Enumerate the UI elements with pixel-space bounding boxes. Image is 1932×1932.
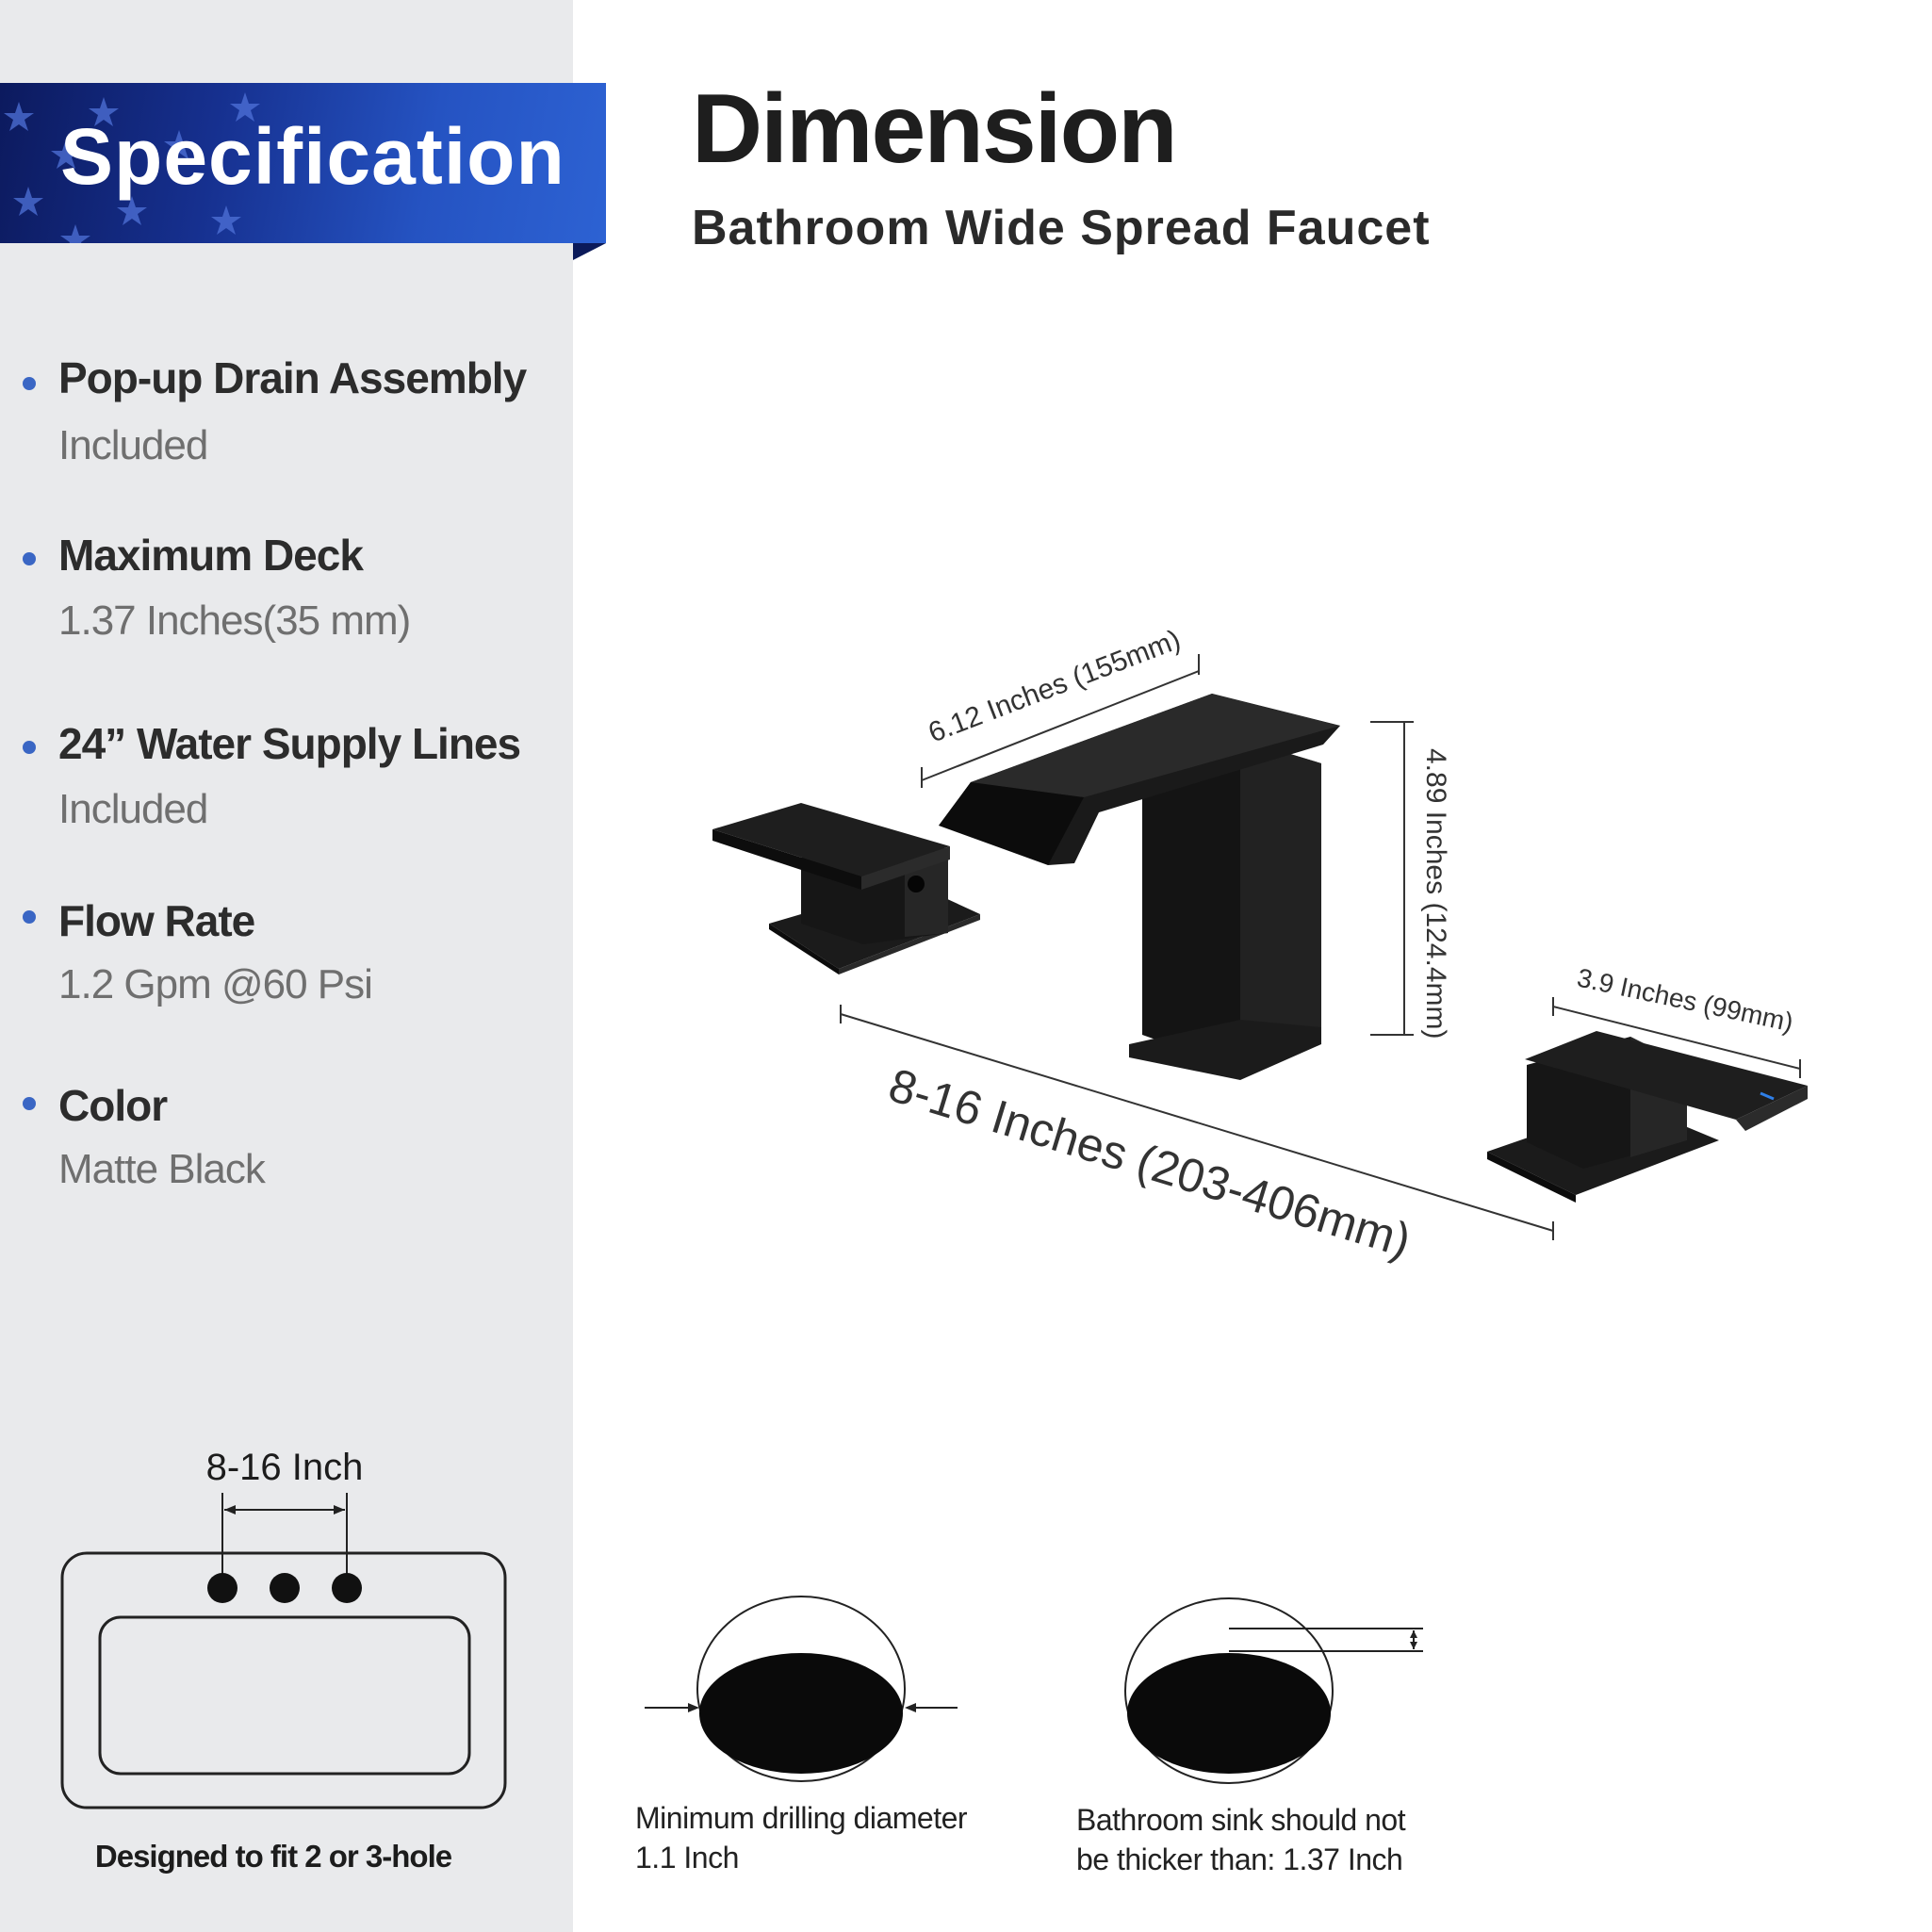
page-subtitle: Bathroom Wide Spread Faucet [692, 201, 1431, 255]
drilling-diameter-line1: Minimum drilling diameter [635, 1801, 968, 1835]
height-label: 4.89 Inches (124.4mm) [1420, 748, 1451, 1039]
drilling-diameter-line2: 1.1 Inch [635, 1841, 739, 1875]
bullet-icon [23, 910, 36, 924]
sink-thickness-line1: Bathroom sink should not [1076, 1803, 1406, 1837]
spec-label-deck: Maximum Deck [58, 531, 364, 580]
drilling-diameter-diagram [645, 1596, 958, 1782]
bullet-icon [23, 552, 36, 565]
sink-thickness-line2: be thicker than: 1.37 Inch [1076, 1842, 1403, 1876]
spec-value-supply-lines: Included [58, 786, 208, 832]
spec-label-color: Color [58, 1081, 168, 1130]
sink-basin [98, 1615, 471, 1776]
spec-sidebar [0, 0, 573, 1932]
sink-outline [60, 1551, 507, 1809]
handle-length-label: 3.9 Inches (99mm) [1575, 963, 1796, 1038]
spec-value-flow-rate: 1.2 Gpm @60 Psi [58, 961, 373, 1007]
bullet-icon [23, 377, 36, 390]
page-title: Dimension [692, 74, 1178, 184]
spout-illustration [939, 694, 1340, 1080]
banner-fold [573, 243, 606, 260]
spec-label-flow-rate: Flow Rate [58, 896, 255, 945]
spec-value-deck: 1.37 Inches(35 mm) [58, 598, 411, 644]
banner-title: Specification [60, 112, 565, 201]
sink-thickness-caption: Bathroom sink should not be thicker than… [1076, 1800, 1406, 1879]
spec-banner [0, 83, 606, 243]
dimension-lines [840, 654, 1801, 1240]
sink-hole-diagram: 8-16 Inch [60, 1447, 507, 1809]
stars-decoration [4, 92, 260, 243]
spec-value-color: Matte Black [58, 1146, 266, 1192]
faucet-hole [332, 1573, 362, 1603]
sink-fit-caption: Designed to fit 2 or 3-hole [94, 1839, 452, 1874]
drilling-diameter-caption: Minimum drilling diameter 1.1 Inch [635, 1798, 968, 1877]
faucet-hole [270, 1573, 300, 1603]
bullet-icon [23, 1097, 36, 1110]
bullet-icon [23, 741, 36, 754]
spec-value-drain: Included [58, 422, 208, 468]
spec-label-drain: Pop-up Drain Assembly [58, 353, 527, 402]
right-handle-illustration [1487, 1031, 1808, 1203]
faucet-hole [207, 1573, 237, 1603]
sink-spacing-label: 8-16 Inch [206, 1447, 364, 1488]
left-handle-illustration [712, 803, 980, 974]
spread-label: 8-16 Inches (203-406mm) [883, 1058, 1417, 1268]
sink-thickness-diagram [1124, 1597, 1423, 1784]
spec-label-supply-lines: 24” Water Supply Lines [58, 719, 521, 768]
spout-length-label: 6.12 Inches (155mm) [925, 624, 1185, 748]
